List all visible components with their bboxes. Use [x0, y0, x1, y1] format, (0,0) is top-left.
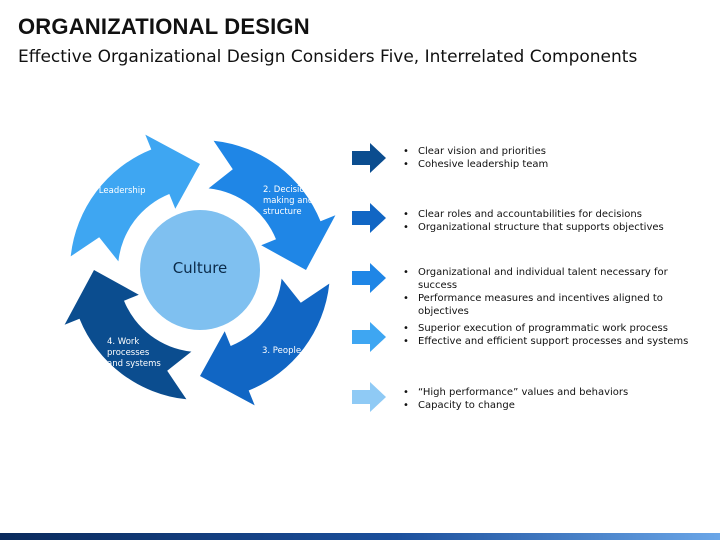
cycle-arrow-decision-making [208, 140, 336, 270]
culture-circle [140, 210, 260, 330]
cycle-arrow-work-processes [64, 270, 192, 400]
bullet-item: “High performance” values and behaviors [403, 386, 703, 399]
bullet-list-3: Organizational and individual talent nec… [403, 266, 703, 318]
row-arrow-5 [352, 382, 386, 412]
segment-label-work-processes: 4. Work processes and systems [107, 337, 161, 369]
segment-label-leadership: 1. Leadership [88, 186, 146, 196]
page-subtitle: Effective Organizational Design Consider… [18, 47, 638, 67]
bullet-item: Superior execution of programmatic work … [403, 322, 703, 335]
row-arrow-1 [352, 143, 386, 173]
bullet-list-4: Superior execution of programmatic work … [403, 322, 703, 348]
row-arrow-3 [352, 263, 386, 293]
bullet-item: Cohesive leadership team [403, 158, 703, 171]
bullet-item: Clear roles and accountabilities for dec… [403, 208, 703, 221]
footer-bar [0, 533, 720, 540]
bullet-list-5: “High performance” values and behaviors … [403, 386, 703, 412]
culture-label: Culture [172, 259, 228, 277]
page-title: ORGANIZATIONAL DESIGN [18, 14, 310, 39]
segment-label-people: 3. People [262, 346, 302, 356]
bullet-item: Organizational and individual talent nec… [403, 266, 703, 292]
bullet-item: Performance measures and incentives alig… [403, 292, 703, 318]
cycle-arrow-people [200, 278, 330, 406]
bullet-item: Clear vision and priorities [403, 145, 703, 158]
row-arrow-2 [352, 203, 386, 233]
bullet-item: Effective and efficient support processe… [403, 335, 703, 348]
bullet-item: Organizational structure that supports o… [403, 221, 703, 234]
bullet-item: Capacity to change [403, 399, 703, 412]
bullet-list-1: Clear vision and priorities Cohesive lea… [403, 145, 703, 171]
row-arrow-4 [352, 322, 386, 352]
cycle-arrow-leadership [70, 134, 200, 262]
bullet-list-2: Clear roles and accountabilities for dec… [403, 208, 703, 234]
segment-label-decision-making: 2. Decision- making and structure [263, 185, 314, 217]
